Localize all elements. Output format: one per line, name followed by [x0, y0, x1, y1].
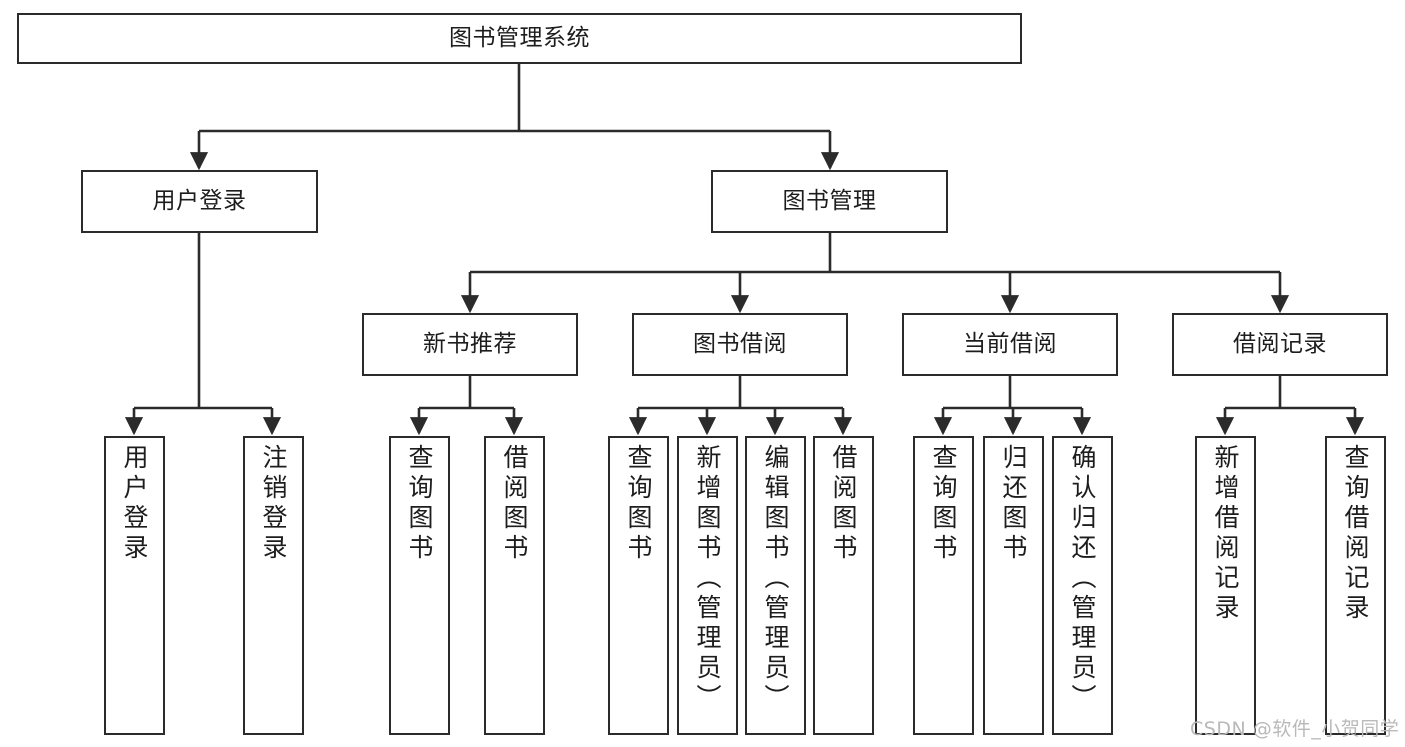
node-book-management[interactable]: 图书管理 — [711, 170, 948, 233]
node-book-borrow-label: 图书借阅 — [693, 331, 787, 358]
node-leaf-add-book[interactable]: 新增图书（管理员） — [677, 436, 738, 735]
node-leaf-logout[interactable]: 注销登录 — [243, 436, 304, 735]
node-leaf-user-login-label: 用户登录 — [120, 444, 149, 564]
node-leaf-add-book-label: 新增图书（管理员） — [693, 444, 722, 714]
node-leaf-add-record-label: 新增借阅记录 — [1211, 444, 1240, 624]
node-new-book-recommend-label: 新书推荐 — [423, 331, 517, 358]
node-book-borrow[interactable]: 图书借阅 — [632, 313, 848, 376]
node-leaf-query-book-1-label: 查询图书 — [405, 444, 434, 564]
node-book-management-label: 图书管理 — [782, 188, 877, 215]
node-leaf-user-login[interactable]: 用户登录 — [104, 436, 165, 735]
node-leaf-confirm-return-label: 确认归还（管理员） — [1068, 444, 1097, 714]
node-leaf-query-record-label: 查询借阅记录 — [1341, 444, 1370, 624]
node-leaf-logout-label: 注销登录 — [259, 444, 288, 564]
node-new-book-recommend[interactable]: 新书推荐 — [362, 313, 578, 376]
node-leaf-edit-book-label: 编辑图书（管理员） — [761, 444, 790, 714]
node-leaf-borrow-book-1-label: 借阅图书 — [500, 444, 529, 564]
node-leaf-return-book[interactable]: 归还图书 — [983, 436, 1044, 735]
node-leaf-query-book-2-label: 查询图书 — [624, 444, 653, 564]
node-leaf-query-book-1[interactable]: 查询图书 — [389, 436, 450, 735]
node-user-login[interactable]: 用户登录 — [81, 170, 318, 233]
node-leaf-query-book-3[interactable]: 查询图书 — [913, 436, 974, 735]
node-leaf-edit-book[interactable]: 编辑图书（管理员） — [745, 436, 806, 735]
node-leaf-add-record[interactable]: 新增借阅记录 — [1195, 436, 1256, 735]
node-borrow-record[interactable]: 借阅记录 — [1172, 313, 1388, 376]
node-leaf-borrow-book-1[interactable]: 借阅图书 — [484, 436, 545, 735]
node-user-login-label: 用户登录 — [152, 188, 247, 215]
node-leaf-return-book-label: 归还图书 — [999, 444, 1028, 564]
node-current-borrow-label: 当前借阅 — [963, 331, 1057, 358]
node-root[interactable]: 图书管理系统 — [17, 13, 1022, 64]
node-leaf-query-record[interactable]: 查询借阅记录 — [1325, 436, 1386, 735]
node-leaf-confirm-return[interactable]: 确认归还（管理员） — [1052, 436, 1113, 735]
node-leaf-borrow-book-2-label: 借阅图书 — [829, 444, 858, 564]
node-current-borrow[interactable]: 当前借阅 — [902, 313, 1118, 376]
node-leaf-query-book-2[interactable]: 查询图书 — [608, 436, 669, 735]
node-leaf-borrow-book-2[interactable]: 借阅图书 — [813, 436, 874, 735]
node-borrow-record-label: 借阅记录 — [1233, 331, 1327, 358]
node-leaf-query-book-3-label: 查询图书 — [929, 444, 958, 564]
csdn-watermark: CSDN @软件_小贺同学 — [1190, 718, 1400, 740]
node-root-label: 图书管理系统 — [449, 25, 590, 52]
